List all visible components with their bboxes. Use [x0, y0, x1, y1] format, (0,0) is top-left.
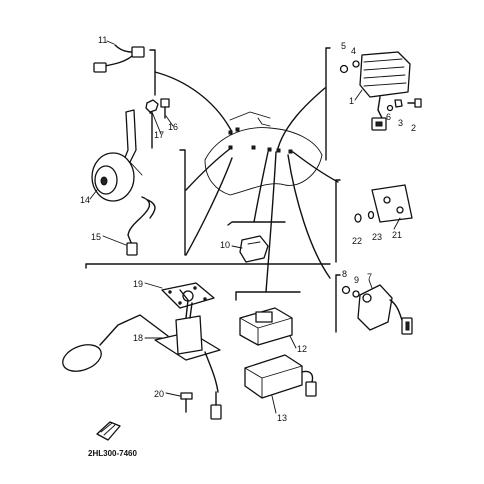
callout-13: 13 [277, 413, 287, 423]
part-15-wire [126, 196, 156, 256]
part-13-unit [244, 354, 317, 399]
callout-23: 23 [372, 232, 382, 242]
leader-lines [154, 71, 339, 293]
part-7-relay [357, 284, 413, 335]
part-20-screw [180, 392, 193, 413]
group-brackets [85, 47, 341, 333]
callout-22: 22 [352, 236, 362, 246]
callout-16: 16 [168, 122, 178, 132]
callout-7: 7 [367, 272, 372, 282]
part-14-horn [91, 109, 143, 202]
callout-19: 19 [133, 279, 143, 289]
callout-21: 21 [392, 230, 402, 240]
part-19-gasket [161, 282, 215, 309]
callout-12: 12 [297, 344, 307, 354]
callout-leaders [89, 40, 401, 414]
callout-labels: 11 14 15 16 17 5 4 1 6 3 2 22 23 21 10 8… [80, 35, 416, 423]
callout-6: 6 [386, 112, 391, 122]
callout-5: 5 [341, 41, 346, 51]
callout-18: 18 [133, 333, 143, 343]
callout-15: 15 [91, 232, 101, 242]
callout-9: 9 [354, 275, 359, 285]
callout-14: 14 [80, 195, 90, 205]
part-12-relay [239, 307, 293, 346]
part-1-regulator [359, 51, 411, 131]
callout-20: 20 [154, 389, 164, 399]
parts-8-9-nuts [341, 285, 360, 298]
callout-2: 2 [411, 123, 416, 133]
part-10-flasher [239, 235, 269, 263]
frame-outline [204, 111, 323, 196]
callout-10: 10 [220, 240, 230, 250]
callout-4: 4 [351, 46, 356, 56]
callout-1: 1 [349, 96, 354, 106]
callout-3: 3 [398, 118, 403, 128]
parts-2-6-fasteners [339, 60, 422, 112]
callout-8: 8 [342, 269, 347, 279]
book-icon [96, 421, 121, 441]
part-11-harness [93, 44, 145, 73]
part-21-plate [371, 184, 413, 223]
callout-11: 11 [98, 35, 107, 45]
part-22-23-clips [354, 210, 375, 223]
part-18-fuel-sender [62, 289, 222, 420]
part-16-17-bolt [145, 98, 170, 119]
part-code: 2HL300-7460 [88, 449, 137, 458]
callout-17: 17 [154, 130, 164, 140]
